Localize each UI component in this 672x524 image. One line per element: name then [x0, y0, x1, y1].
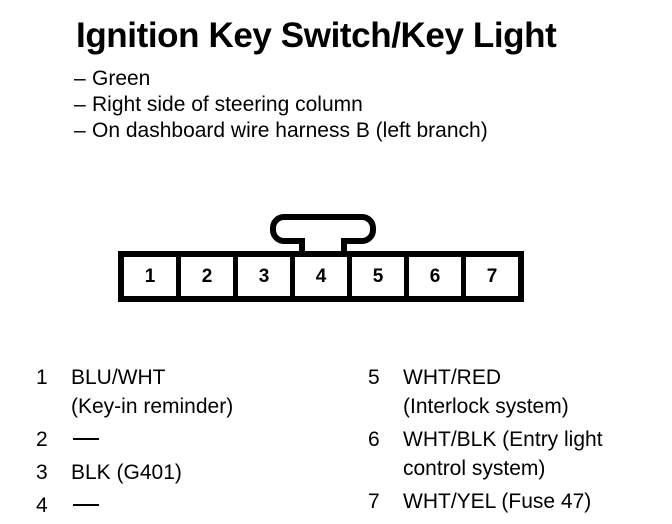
connector-diagram: 1 2 3 4 5 6 7: [118, 214, 524, 302]
legend-row: 2: [36, 425, 336, 454]
connector-pin-body: 1 2 3 4 5 6 7: [118, 251, 524, 302]
pin-cell: 2: [181, 257, 238, 296]
legend-column-right: 5 WHT/RED (Interlock system) 6 WHT/BLK (…: [368, 363, 668, 520]
note-text: On dashboard wire harness B (left branch…: [92, 119, 488, 142]
note-item: – Green: [74, 66, 634, 92]
legend-pin-number: 2: [36, 428, 48, 451]
legend-pin-number: 3: [36, 461, 48, 484]
legend-pin-number: 7: [368, 490, 380, 513]
dash-marker: –: [74, 67, 86, 90]
legend-row: 7 WHT/YEL (Fuse 47): [368, 487, 668, 516]
locking-tab-joint: [305, 234, 341, 244]
legend-row: 1 BLU/WHT (Key-in reminder): [36, 363, 336, 421]
legend-pin-number: 1: [36, 366, 48, 389]
note-text: Right side of steering column: [92, 93, 363, 116]
legend-pin-number: 4: [36, 494, 48, 517]
note-item: – On dashboard wire harness B (left bran…: [74, 118, 634, 144]
pin-cell: 7: [466, 257, 518, 296]
pin-cell: 1: [124, 257, 181, 296]
notes-list: – Green – Right side of steering column …: [74, 66, 634, 144]
legend-pin-description: BLU/WHT (Key-in reminder): [71, 366, 234, 418]
legend-pin-description: WHT/YEL (Fuse 47): [403, 490, 592, 513]
legend-pin-number: 6: [368, 428, 380, 451]
legend-row: 5 WHT/RED (Interlock system): [368, 363, 668, 421]
legend-pin-description: WHT/BLK (Entry light control system): [403, 428, 603, 480]
legend-pin-description: WHT/RED (Interlock system): [403, 366, 569, 418]
legend-row: 4: [36, 491, 336, 520]
legend-pin-description: BLK (G401): [71, 461, 182, 484]
note-item: – Right side of steering column: [74, 92, 634, 118]
pin-cell: 4: [295, 257, 352, 296]
page-title: Ignition Key Switch/Key Light: [76, 16, 557, 55]
legend-row: 6 WHT/BLK (Entry light control system): [368, 425, 668, 483]
note-text: Green: [92, 67, 151, 90]
dash-marker: –: [74, 93, 86, 116]
pin-cell: 6: [409, 257, 466, 296]
legend-column-left: 1 BLU/WHT (Key-in reminder) 2 3 BLK (G40…: [36, 363, 336, 524]
pin-legend: 1 BLU/WHT (Key-in reminder) 2 3 BLK (G40…: [0, 363, 672, 523]
legend-row: 3 BLK (G401): [36, 458, 336, 487]
legend-pin-number: 5: [368, 366, 380, 389]
pin-cell: 5: [352, 257, 409, 296]
pin-cell: 3: [238, 257, 295, 296]
legend-pin-empty-marker: [71, 491, 111, 520]
dash-marker: –: [74, 119, 86, 142]
legend-pin-empty-marker: [71, 425, 111, 454]
